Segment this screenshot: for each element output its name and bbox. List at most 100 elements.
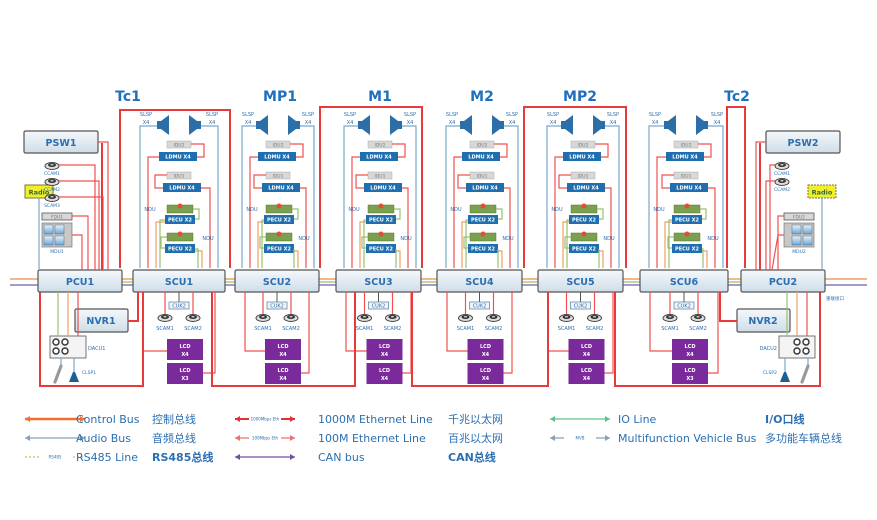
ndu-label-1: NDU [246, 207, 258, 213]
slsp-label-right: SLSP [404, 112, 416, 118]
ndu-indicator-1 [378, 203, 384, 209]
mdu-left-icon[interactable] [41, 222, 73, 248]
radio-right-label: Radio [812, 189, 833, 197]
pecu1-control [257, 221, 264, 268]
ldmu-label-1: LDMU X4 [264, 155, 290, 161]
pcu-left-box[interactable] [37, 269, 123, 293]
lcd-box-bottom[interactable] [467, 363, 504, 384]
ndu-pecu-link-1 [394, 208, 401, 220]
ndu-pecu-link-2 [361, 236, 368, 249]
pecu-label-2: PECU X2 [168, 247, 192, 253]
eth-loop-tc2 [726, 106, 746, 268]
lcd-box-bottom[interactable] [568, 363, 605, 384]
dacu-right-icon[interactable] [778, 335, 816, 359]
arrowhead-right-icon [605, 416, 610, 422]
idu1-label: IDU1 [681, 174, 692, 180]
lcd-bottom-label: LCD [581, 368, 592, 374]
fdu-right-eth [777, 215, 784, 270]
camera-lens-glint [780, 163, 784, 166]
dacu-right-label: DACU2 [760, 346, 777, 352]
ndu-indicator-2 [276, 231, 282, 237]
idu2-label: IDU2 [174, 143, 185, 149]
lcd-box-top[interactable] [366, 339, 403, 360]
legend-cn-mvb: 多功能车辆总线 [765, 431, 842, 445]
pecu1-io [261, 219, 264, 268]
lcd-bottom-qty: X4 [381, 376, 389, 382]
slsp-label-left: SLSP [242, 112, 254, 118]
lcd-box-bottom[interactable] [672, 363, 708, 384]
ldmu-box-1 [159, 152, 197, 161]
slsp-qty-right: X4 [610, 120, 617, 126]
lcd-bottom-qty: X4 [482, 376, 490, 382]
lcd-box-top[interactable] [467, 339, 504, 360]
left-cam-3-icon [44, 194, 60, 202]
dacu-knob [52, 338, 60, 346]
ldmu-label-2: LDMU X4 [370, 186, 396, 192]
eth-loop-mp2 [523, 106, 627, 268]
dacu-left-icon[interactable] [49, 335, 87, 359]
speaker-shape [460, 115, 472, 135]
mdu-right-icon[interactable] [783, 222, 815, 248]
idu1-label: IDU1 [273, 174, 284, 180]
lcd-box-top[interactable] [265, 339, 301, 360]
pecu-label-1: PECU X2 [267, 218, 291, 224]
audio-line-left [546, 125, 561, 268]
camera-lens-glint [390, 315, 395, 318]
audio-line-right [708, 125, 724, 268]
ndu-label-1: NDU [653, 207, 665, 213]
pecu2-control [702, 250, 708, 268]
car-title-tc2: Tc2 [724, 89, 750, 105]
lcd-top-qty: X4 [279, 352, 287, 358]
legend-en-audio: Audio Bus [76, 432, 131, 445]
audio-line-left [139, 125, 157, 268]
lcd-box-top[interactable] [568, 339, 605, 360]
lcd-bottom-label: LCD [179, 368, 190, 374]
car-title-tc1: Tc1 [115, 89, 141, 105]
ldmu-label-1: LDMU X4 [468, 155, 494, 161]
cuk-box [673, 301, 695, 310]
ndu-pecu-link-2 [160, 236, 167, 249]
speaker-icon-left [358, 115, 370, 135]
legend-en-can: CAN bus [318, 451, 365, 464]
pcu-right-box[interactable] [740, 269, 826, 293]
idu2-label: IDU2 [578, 143, 589, 149]
right-cam-2-eth [765, 180, 775, 270]
speaker-shape [157, 115, 169, 135]
pecu-label-2: PECU X2 [471, 247, 495, 253]
scu3-label: SCU3 [364, 277, 392, 288]
idu1-label: IDU1 [375, 174, 386, 180]
audio-line-right [605, 125, 620, 268]
ndu-pecu-link-2 [463, 236, 470, 249]
scam2-icon [385, 314, 400, 322]
scam1-icon [357, 314, 372, 322]
camera-lens-glint [668, 315, 672, 318]
lcd-box-bottom[interactable] [366, 363, 403, 384]
pecu1-control [664, 221, 672, 268]
lcd-bottom-qty: X4 [583, 376, 591, 382]
right-cam-1-icon [774, 162, 790, 170]
camera-lens-glint [191, 315, 195, 318]
lcd-box-top[interactable] [167, 339, 203, 360]
speaker-icon-left [561, 115, 573, 135]
ldmu-box-2 [466, 183, 504, 192]
lcd-box-bottom[interactable] [167, 363, 203, 384]
cuk-label: CUK2 [270, 304, 284, 310]
slsp-qty-right: X4 [714, 120, 721, 126]
lcd-top-qty: X4 [686, 352, 694, 358]
camera-lens-glint [780, 179, 784, 182]
lcd-bottom-qty: X3 [686, 376, 694, 382]
speaker-shape [696, 115, 708, 135]
lcd-box-top[interactable] [672, 339, 708, 360]
mdu-left-eth [72, 234, 83, 270]
scu4-label: SCU4 [465, 277, 494, 288]
lcd-box-bottom[interactable] [265, 363, 301, 384]
camera-lens-glint [50, 195, 54, 198]
ldmu1-eth [554, 156, 563, 268]
legend-en-io: IO Line [618, 413, 657, 426]
scam1-icon [255, 314, 271, 322]
scu6-label: SCU6 [670, 277, 699, 288]
ldmu-label-1: LDMU X4 [366, 155, 392, 161]
